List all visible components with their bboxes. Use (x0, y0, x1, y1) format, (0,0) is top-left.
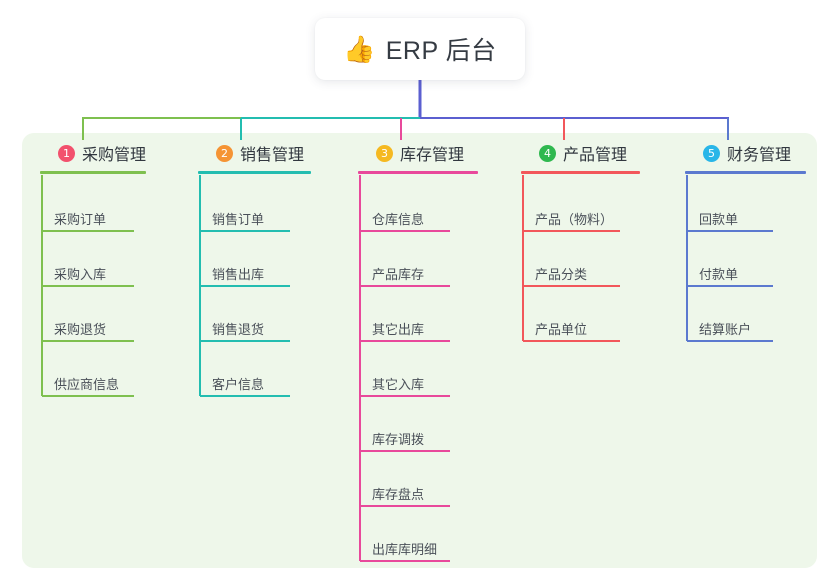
column-4: 4 产品管理 (521, 141, 640, 174)
leaf-item[interactable]: 销售出库 (212, 267, 265, 282)
leaf-item[interactable]: 产品单位 (535, 322, 588, 337)
root-title: ERP 后台 (385, 37, 497, 65)
column-title-1: 采购管理 (82, 147, 147, 164)
leaf-item[interactable]: 产品（物料） (535, 212, 614, 227)
diagram-panel (22, 133, 817, 568)
column-badge-2: 2 (216, 144, 233, 162)
leaf-item[interactable]: 回款单 (699, 212, 739, 227)
column-underline-1 (40, 171, 146, 174)
leaf-item[interactable]: 产品库存 (372, 267, 425, 282)
column-header-3[interactable]: 3 库存管理 (358, 141, 478, 165)
column-title-5: 财务管理 (727, 147, 792, 164)
column-3: 3 库存管理 (358, 141, 478, 174)
leaf-item[interactable]: 客户信息 (212, 377, 265, 392)
leaf-item[interactable]: 供应商信息 (54, 377, 120, 392)
column-5: 5 财务管理 (685, 141, 806, 174)
column-title-4: 产品管理 (563, 147, 628, 164)
column-title-3: 库存管理 (400, 147, 465, 164)
leaf-item[interactable]: 产品分类 (535, 267, 588, 282)
root-node[interactable]: 👍 ERP 后台 (315, 18, 525, 80)
column-badge-1: 1 (58, 144, 75, 162)
leaf-item[interactable]: 采购订单 (54, 212, 107, 227)
column-badge-5: 5 (703, 144, 720, 162)
column-underline-5 (685, 171, 806, 174)
leaf-item[interactable]: 库存盘点 (372, 487, 425, 502)
column-header-5[interactable]: 5 财务管理 (685, 141, 806, 165)
column-header-4[interactable]: 4 产品管理 (521, 141, 640, 165)
leaf-item[interactable]: 仓库信息 (372, 212, 425, 227)
leaf-item[interactable]: 其它出库 (372, 322, 425, 337)
column-badge-4: 4 (539, 144, 556, 162)
column-underline-3 (358, 171, 478, 174)
thumbs-up-icon: 👍 (343, 34, 376, 64)
leaf-item[interactable]: 库存调拨 (372, 432, 425, 447)
leaf-item[interactable]: 采购退货 (54, 322, 107, 337)
leaf-item[interactable]: 采购入库 (54, 267, 107, 282)
column-badge-3: 3 (376, 144, 393, 162)
leaf-item[interactable]: 付款单 (699, 267, 739, 282)
leaf-item[interactable]: 销售订单 (212, 212, 265, 227)
column-title-2: 销售管理 (240, 147, 305, 164)
column-header-2[interactable]: 2 销售管理 (198, 141, 311, 165)
column-underline-4 (521, 171, 640, 174)
column-underline-2 (198, 171, 311, 174)
leaf-item[interactable]: 出库库明细 (372, 542, 438, 557)
leaf-item[interactable]: 销售退货 (212, 322, 265, 337)
column-1: 1 采购管理 (40, 141, 146, 174)
leaf-item[interactable]: 结算账户 (699, 322, 752, 337)
column-2: 2 销售管理 (198, 141, 311, 174)
leaf-item[interactable]: 其它入库 (372, 377, 425, 392)
column-header-1[interactable]: 1 采购管理 (40, 141, 146, 165)
